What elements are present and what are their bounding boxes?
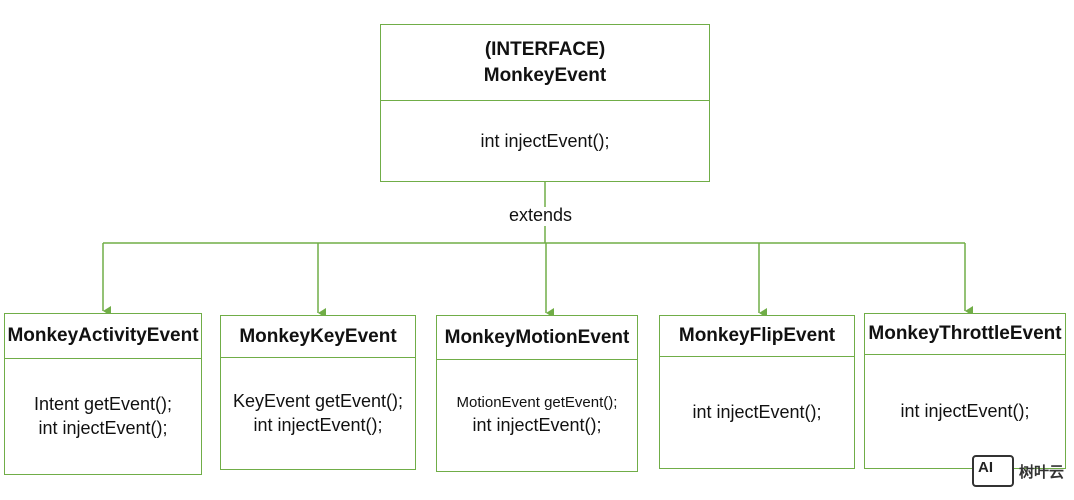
method-line: int injectEvent(); bbox=[253, 415, 383, 435]
method-line: int injectEvent(); bbox=[472, 414, 602, 435]
interface-monkeyevent-box: (INTERFACE) MonkeyEvent int injectEvent(… bbox=[380, 24, 710, 182]
class-monkeyactivityevent-box: MonkeyActivityEvent Intent getEvent(); i… bbox=[4, 313, 202, 475]
class-methods: int injectEvent(); bbox=[865, 355, 1065, 467]
method-line: KeyEvent getEvent(); bbox=[232, 390, 404, 411]
class-name: MonkeyActivityEvent bbox=[7, 325, 199, 347]
class-methods: int injectEvent(); bbox=[660, 357, 854, 467]
class-monkeyflipevent-box: MonkeyFlipEvent int injectEvent(); bbox=[659, 315, 855, 469]
class-methods: KeyEvent getEvent(); int injectEvent(); bbox=[221, 358, 415, 468]
extends-label: extends bbox=[509, 205, 573, 225]
class-name: MonkeyFlipEvent bbox=[678, 325, 836, 347]
method-line: int injectEvent(); bbox=[38, 418, 168, 438]
class-methods: Intent getEvent(); int injectEvent(); bbox=[5, 359, 201, 473]
class-monkeythrottleevent-box: MonkeyThrottleEvent int injectEvent(); bbox=[864, 313, 1066, 469]
method-line: int injectEvent(); bbox=[480, 130, 610, 151]
class-header: MonkeyThrottleEvent bbox=[865, 314, 1065, 355]
class-name: MonkeyThrottleEvent bbox=[868, 323, 1062, 345]
interface-header: (INTERFACE) MonkeyEvent bbox=[381, 25, 709, 101]
class-methods: MotionEvent getEvent(); int injectEvent(… bbox=[437, 360, 637, 470]
class-header: MonkeyFlipEvent bbox=[660, 316, 854, 357]
interface-methods: int injectEvent(); bbox=[381, 101, 709, 181]
interface-name: MonkeyEvent bbox=[483, 64, 607, 86]
class-name: MonkeyKeyEvent bbox=[239, 325, 397, 347]
class-header: MonkeyMotionEvent bbox=[437, 316, 637, 360]
class-header: MonkeyActivityEvent bbox=[5, 314, 201, 359]
class-monkeykeyevent-box: MonkeyKeyEvent KeyEvent getEvent(); int … bbox=[220, 315, 416, 470]
class-monkeymotionevent-box: MonkeyMotionEvent MotionEvent getEvent()… bbox=[436, 315, 638, 472]
interface-stereotype: (INTERFACE) bbox=[484, 38, 606, 60]
class-header: MonkeyKeyEvent bbox=[221, 316, 415, 358]
watermark-logo-text: AI bbox=[978, 459, 993, 476]
method-line: int injectEvent(); bbox=[900, 400, 1030, 421]
watermark-text: 树叶云 bbox=[1019, 463, 1065, 481]
watermark-logo-icon: AI bbox=[972, 455, 1014, 487]
method-line: MotionEvent getEvent(); bbox=[456, 393, 618, 411]
class-name: MonkeyMotionEvent bbox=[444, 326, 630, 348]
method-line: int injectEvent(); bbox=[692, 401, 822, 422]
watermark: AI 树叶云 bbox=[972, 455, 1064, 487]
method-line: Intent getEvent(); bbox=[33, 393, 173, 414]
